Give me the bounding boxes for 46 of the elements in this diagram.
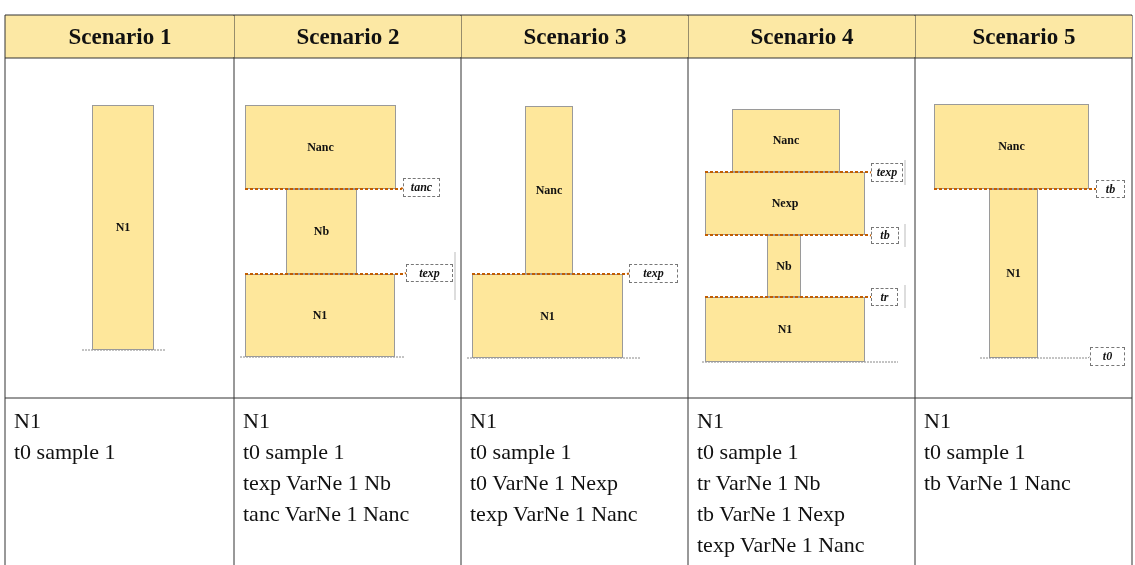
population-block: Nexp xyxy=(705,172,865,235)
cell-text: t0 sample 1 xyxy=(14,439,116,465)
cell-text: t0 sample 1 xyxy=(243,439,345,465)
cell-text: texp VarNe 1 Nanc xyxy=(697,532,865,558)
time-label-box: texp xyxy=(629,264,678,283)
population-block: N1 xyxy=(92,105,154,350)
population-block: Nanc xyxy=(525,106,573,274)
time-label-box: tb xyxy=(871,227,899,244)
time-label-box: tanc xyxy=(403,178,440,197)
population-block: N1 xyxy=(705,297,865,362)
cell-text: t0 sample 1 xyxy=(470,439,572,465)
boundary-leader-line xyxy=(704,296,872,298)
cell-text: tb VarNe 1 Nanc xyxy=(924,470,1071,496)
cell-text: tr VarNe 1 Nb xyxy=(697,470,821,496)
cell-text: t0 VarNe 1 Nexp xyxy=(470,470,619,496)
cell-text: texp VarNe 1 Nb xyxy=(243,470,392,496)
population-block: Nb xyxy=(767,235,801,297)
population-block: N1 xyxy=(472,274,623,358)
population-block: N1 xyxy=(989,189,1038,358)
cell-text: t0 sample 1 xyxy=(924,439,1026,465)
cell-text: texp VarNe 1 Nanc xyxy=(470,501,638,527)
population-block: N1 xyxy=(245,274,395,357)
boundary-leader-line xyxy=(979,356,1091,359)
cell-text: tb VarNe 1 Nexp xyxy=(697,501,846,527)
cell-text: N1 xyxy=(243,408,270,434)
cell-text: t0 sample 1 xyxy=(697,439,799,465)
time-label-box: t0 xyxy=(1090,347,1125,366)
time-label-box: texp xyxy=(406,264,453,282)
population-block: Nanc xyxy=(934,104,1089,189)
time-label-box: tb xyxy=(1096,180,1125,198)
time-label-box: tr xyxy=(871,288,898,306)
population-block: Nanc xyxy=(245,105,396,189)
boundary-leader-line xyxy=(704,234,872,237)
boundary-leader-line xyxy=(704,171,872,174)
population-block: Nanc xyxy=(732,109,840,172)
cell-text: N1 xyxy=(470,408,497,434)
boundary-leader-line xyxy=(471,272,630,275)
cell-text: tanc VarNe 1 Nanc xyxy=(243,501,410,527)
boundary-leader-line xyxy=(244,186,404,190)
cell-text: N1 xyxy=(14,408,41,434)
cell-text: N1 xyxy=(697,408,724,434)
time-label-box: texp xyxy=(871,163,903,182)
cell-text: N1 xyxy=(924,408,951,434)
boundary-leader-line xyxy=(933,188,1097,190)
population-block: Nb xyxy=(286,189,357,274)
boundary-leader-line xyxy=(244,272,407,275)
